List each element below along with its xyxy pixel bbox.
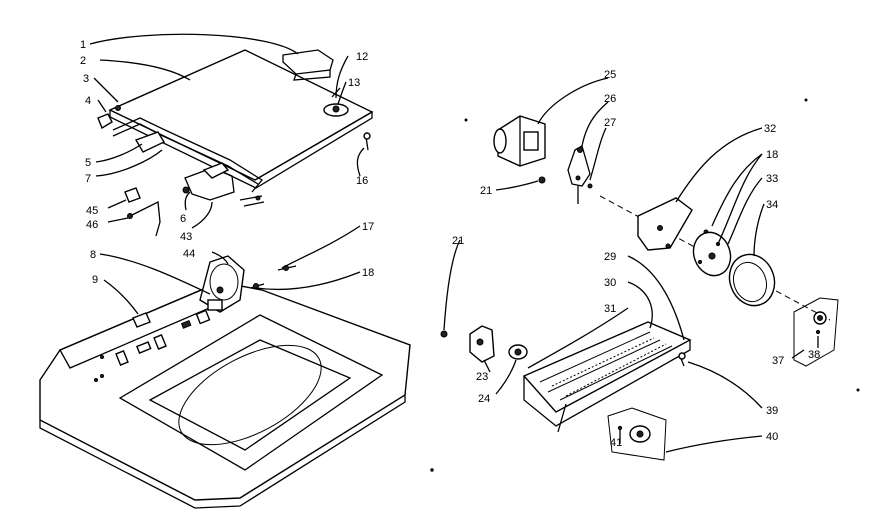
- scan-specks: [430, 98, 860, 472]
- callout-16: 16: [356, 175, 368, 187]
- callout-46: 46: [86, 219, 98, 231]
- callout-13: 13: [348, 77, 360, 89]
- plate-32: [637, 197, 709, 251]
- callout-25: 25: [604, 69, 616, 81]
- ring-34: [728, 253, 776, 307]
- callout-23: 23: [476, 371, 488, 383]
- knob-40-41: [607, 407, 667, 461]
- callout-43: 43: [180, 231, 192, 243]
- parts-23-24: [440, 325, 528, 363]
- callout-32: 32: [764, 123, 776, 135]
- callout-38: 38: [808, 349, 820, 361]
- callout-4: 4: [85, 95, 91, 107]
- timer-25: [493, 115, 546, 167]
- callout-45: 45: [86, 205, 98, 217]
- screw-16-head: [363, 132, 371, 140]
- callout-18: 18: [766, 149, 778, 161]
- callout-30: 30: [604, 277, 616, 289]
- screw-39-head: [678, 352, 686, 360]
- switch-26-27: [567, 145, 593, 204]
- screws-17-18: [249, 265, 297, 289]
- callout-9: 9: [92, 274, 98, 286]
- callout-40: 40: [766, 431, 778, 443]
- callout-3: 3: [83, 73, 89, 85]
- callout-29: 29: [604, 251, 616, 263]
- callout-44: 44: [183, 248, 195, 260]
- callout-1: 1: [80, 39, 86, 51]
- callout-18: 18: [362, 267, 374, 279]
- callout-8: 8: [90, 249, 96, 261]
- callout-39: 39: [766, 405, 778, 417]
- callout-21: 21: [480, 185, 492, 197]
- washer-top-cover: [39, 281, 411, 509]
- callout-31: 31: [604, 303, 616, 315]
- hinge-rod-assembly: [97, 105, 263, 193]
- callout-2: 2: [80, 55, 86, 67]
- callout-17: 17: [362, 221, 374, 233]
- callout-labels: 1 2 3 4 5 7 45 46 6 43 44 8 9 12 13 16 1…: [80, 39, 820, 449]
- callout-21: 21: [452, 235, 464, 247]
- callout-5: 5: [85, 157, 91, 169]
- callout-6: 6: [180, 213, 186, 225]
- callout-41: 41: [610, 437, 622, 449]
- callout-34: 34: [766, 199, 778, 211]
- lid-switch-bracket: [182, 162, 265, 207]
- switch-housing-44: [199, 255, 245, 313]
- callout-24: 24: [478, 393, 490, 405]
- callout-27: 27: [604, 117, 616, 129]
- callout-37: 37: [772, 355, 784, 367]
- knob-37-38: [793, 297, 839, 367]
- callout-12: 12: [356, 51, 368, 63]
- console-panel-30: [522, 321, 692, 433]
- callout-7: 7: [85, 173, 91, 185]
- callout-26: 26: [604, 93, 616, 105]
- callout-33: 33: [766, 173, 778, 185]
- bracket-45-46: [124, 187, 161, 237]
- leader-lines: [89, 33, 805, 453]
- plate-33: [692, 231, 732, 277]
- screw-21a: [538, 176, 546, 184]
